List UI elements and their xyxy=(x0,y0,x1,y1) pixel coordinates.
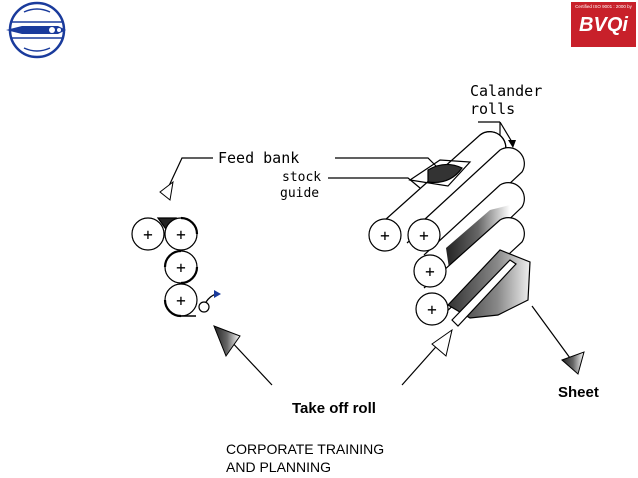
footer-line-2: AND PLANNING xyxy=(226,459,332,475)
roll-plus: + xyxy=(425,262,435,281)
sheet-label: Sheet xyxy=(558,384,599,401)
footer-line-1: CORPORATE TRAINING xyxy=(226,441,385,457)
footer-text: CORPORATE TRAINING AND PLANNING xyxy=(226,440,384,476)
stock-guide-pointer xyxy=(328,177,421,189)
roll-plus: + xyxy=(176,225,186,244)
roll-plus: + xyxy=(143,225,153,244)
feed-bank-label: Feed bank xyxy=(218,149,299,167)
guide-label: guide xyxy=(280,186,319,201)
left-roll-stack xyxy=(131,216,217,318)
left-flow-arrow xyxy=(214,290,221,298)
stock-label: stock xyxy=(282,170,321,185)
bvqi-brand: BVQi xyxy=(579,14,628,36)
take-off-roll-label: Take off roll xyxy=(292,400,376,417)
calander-arrowhead-2 xyxy=(508,140,516,148)
take-off-arrows xyxy=(227,337,443,386)
rolls-label: rolls xyxy=(470,100,515,118)
take-off-right-arrowhead xyxy=(431,328,453,357)
sheet-arrowhead xyxy=(561,351,585,375)
roll-plus: + xyxy=(176,291,186,310)
sheet-pointer xyxy=(531,305,571,359)
bvqi-logo: Certified ISO 9001 : 2000 by BVQi xyxy=(571,2,636,47)
roll-plus: + xyxy=(380,226,390,245)
take-off-left-arrowhead xyxy=(213,325,241,358)
right-roll-stack xyxy=(368,131,531,327)
certification-text: Certified ISO 9001 : 2000 by xyxy=(575,4,632,9)
roll-plus: + xyxy=(419,226,429,245)
roll-plus: + xyxy=(176,258,186,277)
calander-label: Calander xyxy=(470,82,542,100)
company-logo-left xyxy=(6,1,66,59)
feed-bank-arrowhead xyxy=(159,180,174,201)
roll-plus: + xyxy=(427,300,437,319)
